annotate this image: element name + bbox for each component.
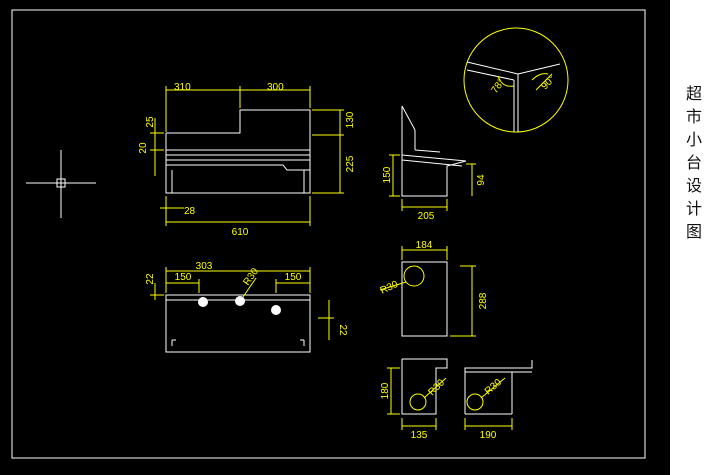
title-char: 图 — [685, 222, 702, 241]
dim-small-right-width: 190 — [480, 430, 497, 441]
detail-angle-a: 78° — [489, 77, 507, 96]
dim-plan-left: 150 — [175, 272, 192, 283]
plan-holes — [198, 296, 281, 315]
dim-plan-radius: R30 — [241, 266, 261, 288]
front-view: 310 300 130 225 25 20 28 610 — [138, 82, 356, 238]
dim-plan-side-height: 288 — [478, 292, 489, 309]
cad-drawing-area: 310 300 130 225 25 20 28 610 205 150 — [0, 0, 670, 475]
dim-side-height-left: 150 — [382, 166, 393, 183]
drawing-border — [11, 9, 646, 459]
plan-view: 303 150 150 R30 22 22 — [145, 261, 348, 353]
title-char: 超 — [685, 84, 702, 103]
crosshair-cursor-icon[interactable] — [26, 150, 96, 218]
dim-plan-right: 150 — [285, 272, 302, 283]
dim-plan-side-radius: R30 — [379, 279, 401, 297]
title-char: 小 — [685, 130, 702, 149]
dim-small-left-width: 135 — [411, 430, 428, 441]
dim-small-right-radius: R30 — [483, 377, 504, 398]
cad-drawing: 310 300 130 225 25 20 28 610 205 150 — [11, 9, 646, 459]
dim-front-left-mid: 20 — [138, 142, 149, 154]
small-left-view: 135 180 R30 — [380, 358, 448, 441]
dim-plan-side-width: 184 — [416, 240, 433, 251]
side-view: 205 150 94 — [382, 105, 487, 222]
title-char: 计 — [685, 199, 702, 218]
title-char: 市 — [685, 107, 702, 126]
title-char: 设 — [685, 176, 702, 195]
dim-plan-middle: 303 — [196, 261, 213, 272]
dim-front-bottom-offset: 28 — [184, 206, 196, 217]
dim-plan-right-small: 22 — [337, 324, 348, 336]
title-char: 台 — [685, 153, 702, 172]
detail-angle-b: 90° — [539, 74, 557, 92]
dim-small-left-height: 180 — [380, 382, 391, 399]
dim-front-top-right: 300 — [267, 82, 284, 93]
dim-front-total-width: 610 — [232, 227, 249, 238]
dim-side-height-right: 94 — [476, 174, 487, 186]
dim-plan-left-small: 22 — [145, 273, 156, 285]
drawing-title: 超 市 小 台 设 计 图 — [682, 82, 706, 243]
small-right-view: 190 R30 — [464, 360, 533, 441]
dim-side-width: 205 — [418, 211, 435, 222]
plan-side-view: 184 R30 288 — [379, 240, 489, 337]
dim-front-lower-height: 225 — [345, 155, 356, 172]
dim-front-left-small: 25 — [145, 116, 156, 128]
detail-circle: 78° 90° — [463, 27, 569, 133]
dim-front-top-left: 310 — [174, 82, 191, 93]
dim-front-upper-height: 130 — [345, 111, 356, 128]
